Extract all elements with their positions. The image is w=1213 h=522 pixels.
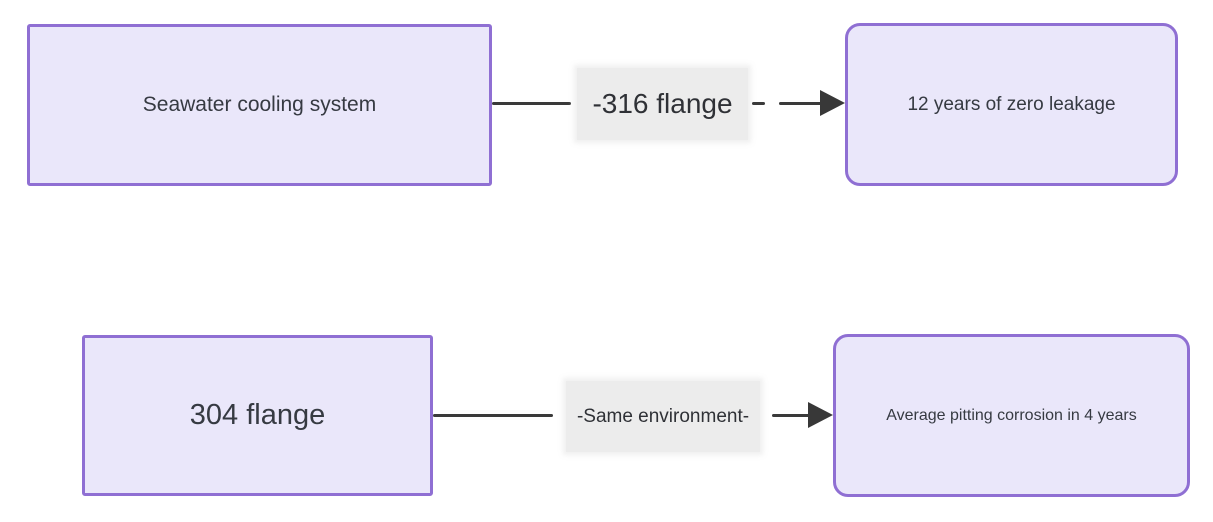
edge-dash xyxy=(752,102,765,105)
arrow-right-icon xyxy=(820,90,845,116)
node-label: 12 years of zero leakage xyxy=(907,93,1116,115)
node-label: Seawater cooling system xyxy=(142,93,377,116)
node-average-pitting-corrosion: Average pitting corrosion in 4 years xyxy=(833,334,1190,497)
edge-line-segment xyxy=(772,414,811,417)
edge-line-segment xyxy=(492,102,571,105)
edge-label-text: -Same environment- xyxy=(576,405,750,427)
node-label: 304 flange xyxy=(189,399,326,431)
node-12-years-zero-leakage: 12 years of zero leakage xyxy=(845,23,1178,186)
edge-line-segment xyxy=(433,414,553,417)
arrow-right-icon xyxy=(808,402,833,428)
edge-label-text: -316 flange xyxy=(592,88,733,119)
edge-label-same-environment: -Same environment- xyxy=(566,381,760,452)
node-seawater-cooling-system: Seawater cooling system xyxy=(27,24,492,186)
node-label: Average pitting corrosion in 4 years xyxy=(886,406,1137,424)
edge-label-316-flange: -316 flange xyxy=(577,68,748,140)
node-304-flange: 304 flange xyxy=(82,335,433,496)
edge-line-segment xyxy=(779,102,823,105)
